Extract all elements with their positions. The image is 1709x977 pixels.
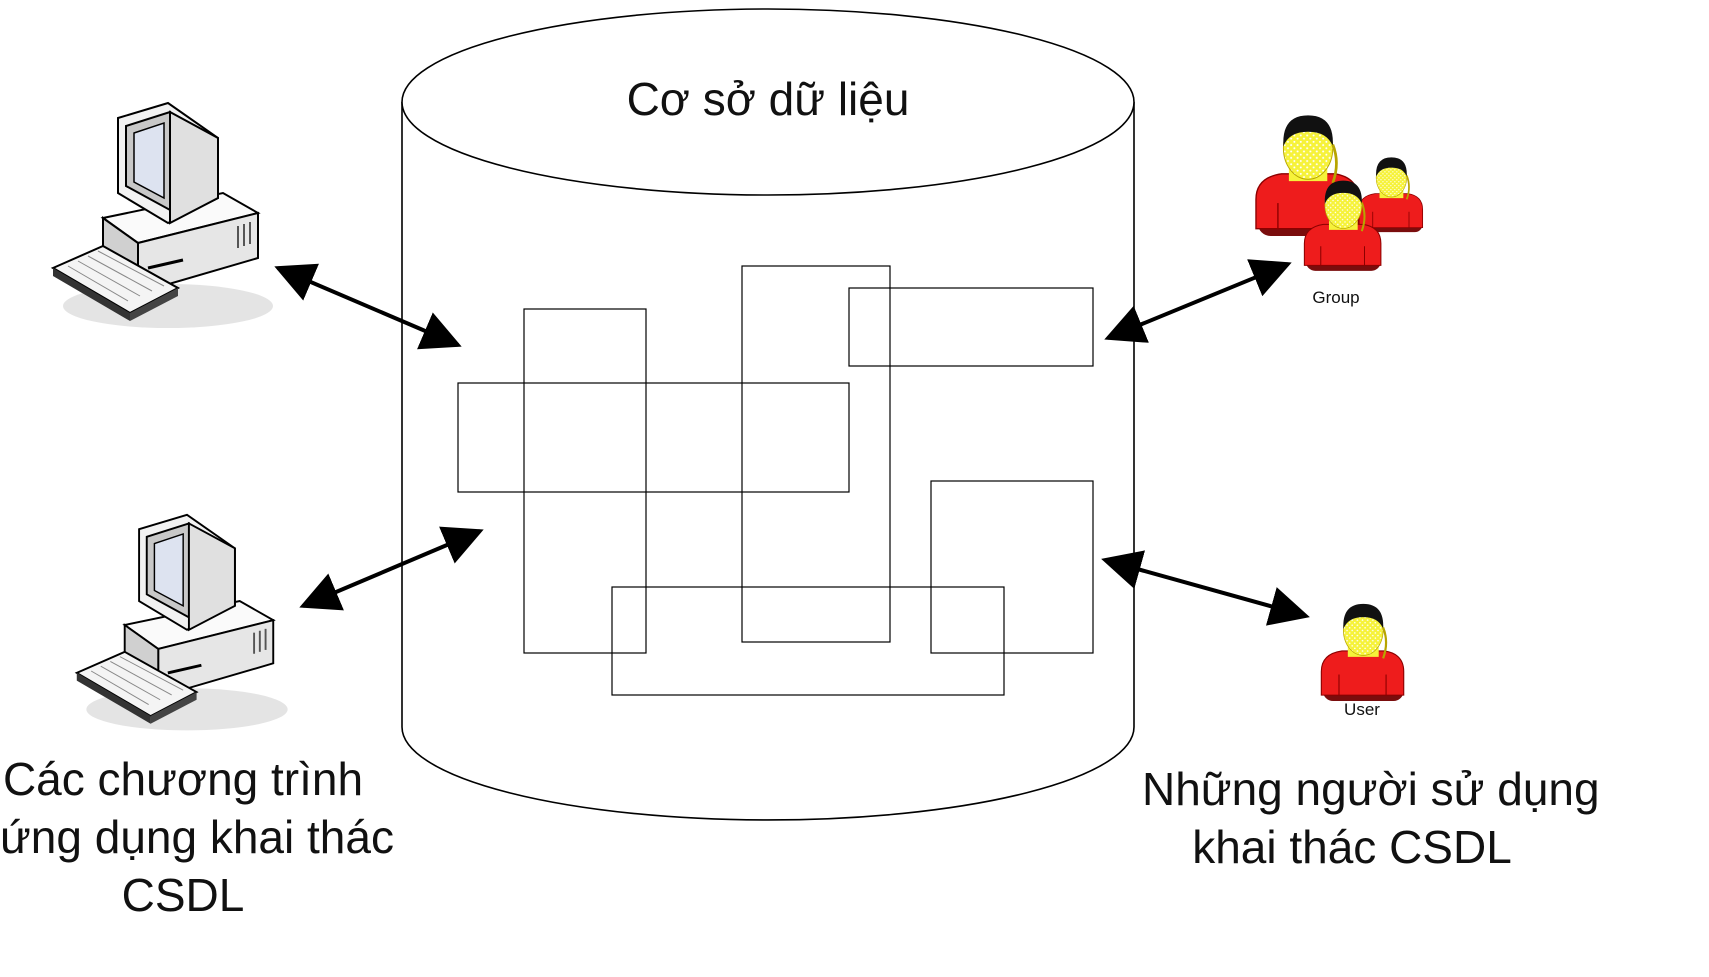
- applications-caption-line: CSDL: [121, 869, 245, 921]
- applications-caption: Các chương trình ứng dụng khai thác CSDL: [0, 750, 394, 924]
- user-icon: [1320, 602, 1405, 701]
- connection-arrows: [274, 259, 1310, 626]
- computer-icon: [75, 513, 290, 732]
- user-group-icon: [1254, 113, 1424, 273]
- data-block: [523, 308, 647, 654]
- arrow-group: [1104, 259, 1292, 343]
- arrow-computer-bottom: [299, 526, 484, 611]
- users-caption-line: khai thác CSDL: [1192, 821, 1512, 873]
- data-block: [611, 586, 1005, 696]
- users-caption-line: Những người sử dụng: [1142, 763, 1600, 815]
- arrow-computer-top: [274, 263, 462, 350]
- user-label: User: [1344, 700, 1380, 719]
- computer-icon: [51, 101, 275, 330]
- data-block: [457, 382, 850, 493]
- database-title: Cơ sở dữ liệu: [626, 73, 910, 125]
- applications-caption-line: ứng dụng khai thác: [0, 811, 394, 863]
- data-block: [848, 287, 1094, 367]
- database-cylinder: [401, 8, 1135, 821]
- data-block: [930, 480, 1094, 654]
- arrow-user: [1101, 550, 1310, 626]
- data-block: [741, 265, 891, 643]
- group-label: Group: [1312, 288, 1360, 307]
- users-caption: Những người sử dụng khai thác CSDL: [1142, 760, 1600, 876]
- data-blocks: [457, 265, 1094, 696]
- applications-caption-line: Các chương trình: [2, 753, 364, 805]
